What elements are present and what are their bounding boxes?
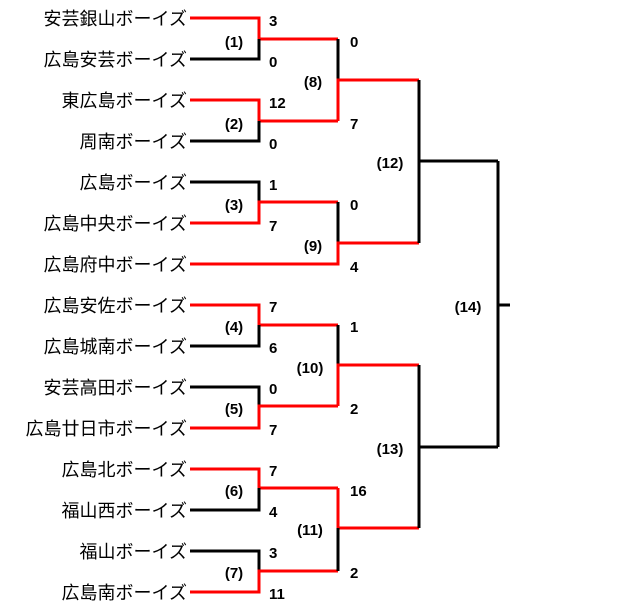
team-name: 広島安芸ボーイズ [44, 50, 187, 71]
score: 1 [350, 319, 358, 336]
score: 7 [350, 116, 358, 133]
loser-path [190, 325, 261, 348]
score: 11 [269, 586, 285, 603]
score: 0 [269, 381, 277, 398]
score: 12 [269, 95, 286, 112]
match-label: (4) [225, 319, 243, 336]
winner-path [190, 241, 419, 266]
score: 4 [269, 504, 278, 521]
winner-path [190, 569, 338, 594]
score: 0 [269, 136, 277, 153]
score: 3 [269, 13, 277, 30]
bracket-lines [190, 16, 510, 594]
match-label: (11) [297, 522, 323, 539]
team-name: 周南ボーイズ [80, 132, 187, 153]
pending-path [417, 365, 498, 528]
loser-path [190, 385, 261, 406]
team-name: 福山西ボーイズ [62, 501, 187, 522]
team-name: 広島府中ボーイズ [44, 255, 187, 276]
score: 7 [269, 299, 277, 316]
match-label: (6) [225, 483, 243, 500]
score: 2 [350, 401, 358, 418]
team-name: 広島中央ボーイズ [44, 214, 187, 235]
match-label: (3) [225, 197, 243, 214]
score: 0 [350, 197, 358, 214]
loser-path [190, 180, 261, 202]
team-name: 東広島ボーイズ [62, 91, 187, 112]
winner-path [190, 16, 338, 41]
match-label: (7) [225, 565, 243, 582]
score: 3 [269, 545, 277, 562]
match-label: (13) [377, 441, 404, 458]
match-labels: (1) (2) (3) (4) (5) (6) (7) (8) (9) (10)… [225, 34, 482, 582]
winner-path [190, 467, 338, 490]
score: 7 [269, 422, 277, 439]
score: 1 [269, 177, 277, 194]
team-name: 広島南ボーイズ [62, 583, 187, 604]
score: 7 [269, 218, 277, 235]
team-name: 福山ボーイズ [80, 542, 187, 563]
final-path [496, 161, 510, 447]
loser-path [190, 39, 261, 61]
score: 2 [350, 565, 358, 582]
team-name: 安芸銀山ボーイズ [44, 9, 187, 30]
match-label: (9) [304, 238, 322, 255]
team-name: 安芸高田ボーイズ [44, 378, 187, 399]
pending-path [417, 80, 498, 243]
score: 4 [350, 259, 359, 276]
loser-path [190, 121, 261, 143]
score: 0 [269, 54, 277, 71]
match-label: (12) [377, 155, 404, 172]
winner-path [190, 303, 338, 327]
score: 6 [269, 340, 277, 357]
team-name: 広島城南ボーイズ [44, 337, 187, 358]
match-label: (5) [225, 401, 243, 418]
scores: 3 0 12 0 1 7 7 6 0 7 7 4 3 11 0 7 0 4 1 … [269, 13, 367, 603]
match-label: (10) [297, 360, 324, 377]
team-list: 安芸銀山ボーイズ 広島安芸ボーイズ 東広島ボーイズ 周南ボーイズ 広島ボーイズ … [26, 9, 187, 604]
team-name: 広島ボーイズ [80, 173, 187, 194]
score: 0 [350, 34, 358, 51]
winner-path [190, 200, 338, 225]
score: 7 [269, 463, 277, 480]
winner-path [190, 98, 338, 123]
score: 16 [350, 483, 367, 500]
loser-path [190, 488, 261, 512]
team-name: 広島廿日市ボーイズ [26, 419, 187, 440]
match-label: (1) [225, 34, 243, 51]
match-label: (8) [304, 74, 322, 91]
match-label: (2) [225, 116, 243, 133]
loser-path [190, 549, 261, 571]
winner-path [190, 404, 338, 430]
winner-path [336, 78, 419, 121]
match-label: (14) [455, 299, 482, 316]
winner-path [336, 363, 419, 406]
team-name: 広島安佐ボーイズ [44, 296, 187, 317]
team-name: 広島北ボーイズ [62, 460, 187, 481]
